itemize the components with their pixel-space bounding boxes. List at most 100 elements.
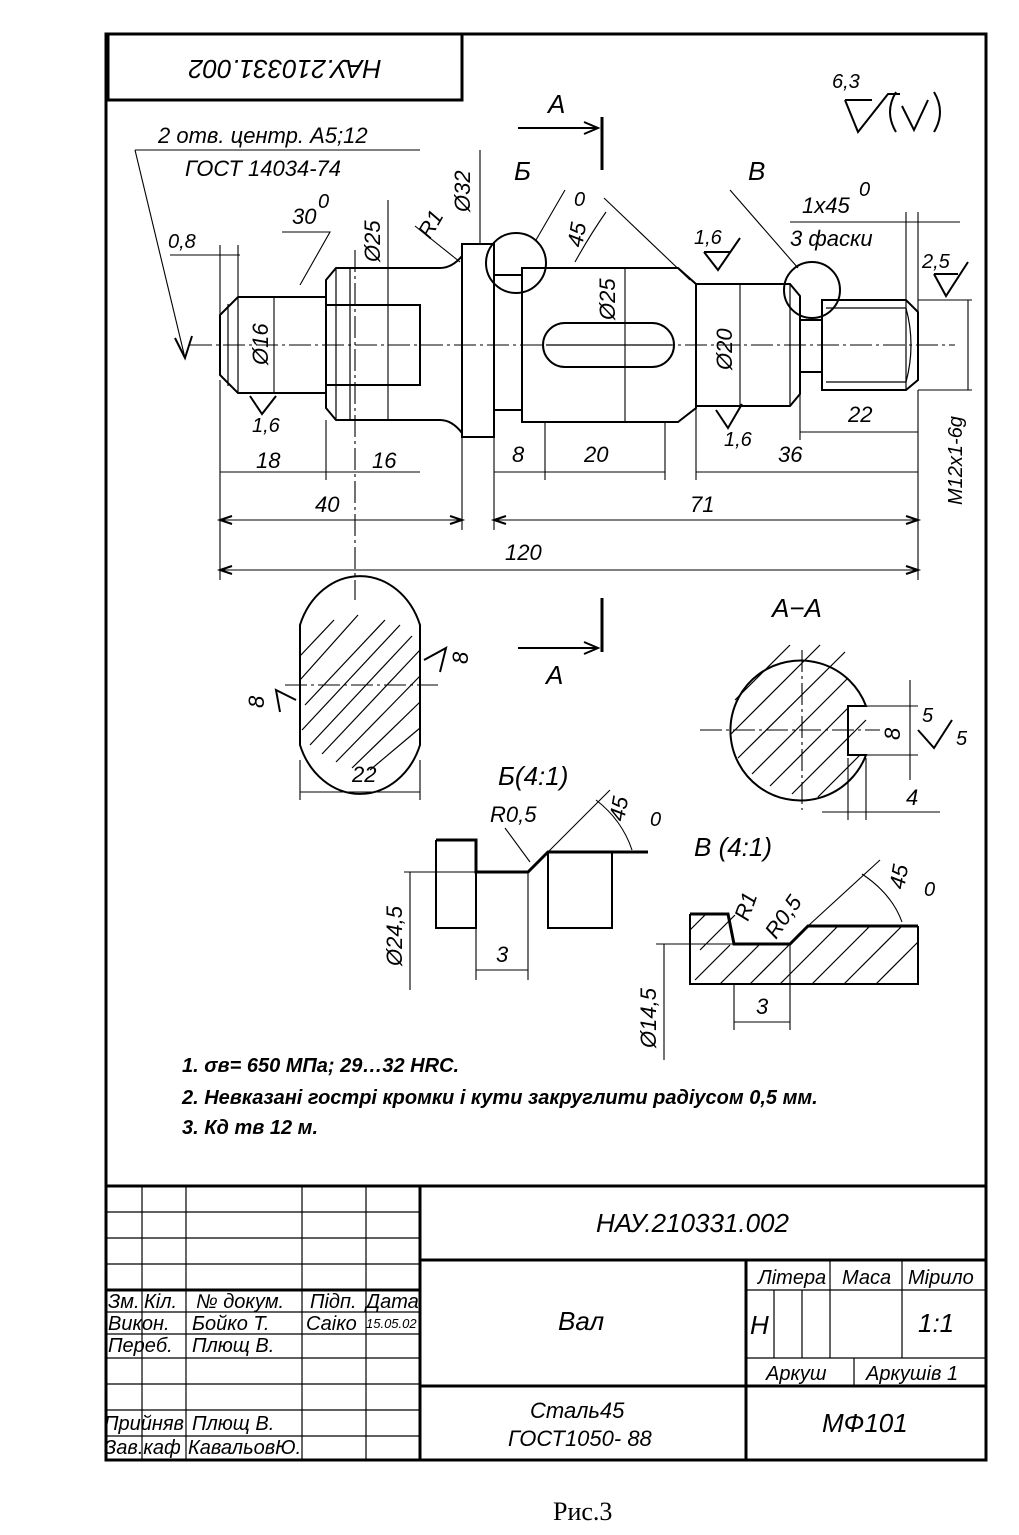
tb-r-zav: Зав.каф xyxy=(104,1437,181,1459)
detail-b-dia: Ø24,5 xyxy=(382,905,407,967)
tb-r-vykon-date: 15.05.02 xyxy=(366,1316,417,1331)
dim-16: 16 xyxy=(372,448,397,473)
mirrored-code-box: НАУ.210331.002 xyxy=(106,32,464,102)
tb-r-zav-name: КавальовЮ. xyxy=(188,1437,301,1459)
tb-arkush: Аркуш xyxy=(765,1363,827,1385)
tb-r-vykon-sign: Саіко xyxy=(306,1313,357,1335)
detail-b-circle xyxy=(485,232,547,294)
section-aa-key-width: 4 xyxy=(906,785,918,810)
detail-b-radius: R0,5 xyxy=(490,802,537,827)
dim-angle-30-deg: 0 xyxy=(318,191,329,213)
dim-36: 36 xyxy=(778,442,803,467)
detail-b-deg: 0 xyxy=(650,809,661,831)
detail-v: В (4:1) R1 R0,5 45 0 Ø14,5 3 xyxy=(636,832,935,1060)
section-a-marker-bottom: А xyxy=(518,598,604,690)
title-block: Зм. Кіл. № докум. Підп. Дата Викон. Бойк… xyxy=(104,1184,986,1460)
roughness-general-value: 6,3 xyxy=(832,71,860,93)
centre-hole-note: 2 отв. центр. А5;12 ГОСТ 14034-74 xyxy=(134,123,420,361)
detail-v-marker: В xyxy=(748,156,765,186)
tb-arkushiv: Аркушів 1 xyxy=(865,1363,958,1385)
detail-v-title: В (4:1) xyxy=(694,832,772,862)
dim-8: 8 xyxy=(512,442,525,467)
section-aa-key-rough2: 5 xyxy=(956,728,968,750)
shaft-main-view xyxy=(190,243,955,600)
section-aa-key-depth: 8 xyxy=(880,727,905,740)
tb-scale-value: 1:1 xyxy=(918,1308,954,1338)
tb-h-dokum: № докум. xyxy=(196,1291,284,1313)
dim-18: 18 xyxy=(256,448,281,473)
section-a-label-bottom: А xyxy=(544,660,563,690)
section-a-marker-top: А xyxy=(518,89,604,170)
dim-angle-30: 30 xyxy=(292,204,317,229)
general-roughness-sign: 6,3 xyxy=(832,71,941,134)
figure-caption: Рис.3 xyxy=(553,1497,612,1526)
technical-notes: 1. σв= 650 МПа; 29…32 HRC. 2. Невказані … xyxy=(181,1055,818,1139)
tb-doc-code: НАУ.210331.002 xyxy=(596,1208,790,1238)
tb-org: МФ101 xyxy=(822,1408,908,1438)
dim-22: 22 xyxy=(847,402,872,427)
tb-col-mirylo: Мірило xyxy=(908,1267,974,1289)
tb-h-kil: Кіл. xyxy=(144,1291,177,1313)
dim-20: 20 xyxy=(583,442,609,467)
rough-16-bottom-right: 1,6 xyxy=(724,429,753,451)
tb-r-pereb-name: Плющ В. xyxy=(192,1335,274,1357)
dim-angle-45-deg: 0 xyxy=(574,189,585,211)
dim-120: 120 xyxy=(505,540,542,565)
flat-cross-section: 8 8 22 xyxy=(244,575,473,800)
tb-material-1: Сталь45 xyxy=(530,1398,625,1423)
flat-rough-right: 8 xyxy=(448,651,473,664)
tb-r-vykon-name: Бойко Т. xyxy=(192,1313,269,1335)
dim-dia-20: Ø20 xyxy=(712,328,737,371)
note-1: 1. σв= 650 МПа; 29…32 HRC. xyxy=(182,1055,459,1077)
rough-25: 2,5 xyxy=(921,251,951,273)
detail-b-title: Б(4:1) xyxy=(498,761,568,791)
rough-16-top: 1,6 xyxy=(694,227,723,249)
detail-b: Б(4:1) R0,5 45 0 Ø24,5 3 xyxy=(382,761,661,990)
dim-dia-32: Ø32 xyxy=(450,170,475,213)
detail-b-angle: 45 xyxy=(604,794,633,823)
dim-chamfers-deg: 0 xyxy=(859,179,870,201)
detail-b-len: 3 xyxy=(496,942,509,967)
tb-h-zm: Зм. xyxy=(108,1291,140,1313)
rough-16-bottom-left: 1,6 xyxy=(252,415,281,437)
tb-r-pryin: Прийняв xyxy=(104,1413,184,1435)
detail-v-circle xyxy=(783,261,841,319)
section-aa-key-rough: 5 xyxy=(922,705,934,727)
dim-chamfers: 1x45 xyxy=(802,193,850,218)
detail-v-angle: 45 xyxy=(884,862,913,891)
tb-r-pereb: Переб. xyxy=(108,1335,173,1357)
detail-v-len: 3 xyxy=(756,994,769,1019)
dim-r1: R1 xyxy=(413,206,449,243)
dim-dia-25-mid: Ø25 xyxy=(595,278,620,321)
flat-rough-left: 8 xyxy=(244,695,269,708)
dim-40: 40 xyxy=(315,492,340,517)
tb-h-pidp: Підп. xyxy=(310,1291,357,1313)
tb-litera-value: Н xyxy=(750,1310,769,1340)
dim-71: 71 xyxy=(690,492,714,517)
centre-hole-line2: ГОСТ 14034-74 xyxy=(185,156,341,181)
section-a-label-top: А xyxy=(546,89,565,119)
note-3: 3. Кд тв 12 м. xyxy=(182,1117,318,1139)
section-aa: А−А 8 5 5 4 xyxy=(700,593,968,820)
note-2: 2. Невказані гострі кромки і кути закруг… xyxy=(181,1087,818,1109)
detail-v-r1: R1 xyxy=(729,889,762,924)
tb-part-name: Вал xyxy=(558,1306,605,1336)
tb-material-2: ГОСТ1050- 88 xyxy=(508,1426,653,1451)
tb-h-data: Дата xyxy=(364,1291,419,1313)
centre-hole-line1: 2 отв. центр. А5;12 xyxy=(157,123,368,148)
detail-v-dia: Ø14,5 xyxy=(636,987,661,1049)
tb-col-litera: Літера xyxy=(756,1267,826,1289)
dim-dia-16: Ø16 xyxy=(248,323,273,366)
dim-angle-45: 45 xyxy=(562,220,591,249)
flat-width: 22 xyxy=(351,762,376,787)
dim-dia-25-left: Ø25 xyxy=(360,220,385,263)
tb-r-pryin-name: Плющ В. xyxy=(192,1413,274,1435)
dim-chamfer-08: 0,8 xyxy=(168,231,196,253)
detail-v-deg: 0 xyxy=(924,879,935,901)
tb-r-vykon: Викон. xyxy=(108,1313,170,1335)
dim-thread: M12x1-6g xyxy=(945,416,967,505)
drawing-frame xyxy=(104,32,988,1462)
tb-col-masa: Маса xyxy=(842,1267,891,1289)
detail-b-marker: Б xyxy=(514,156,531,186)
